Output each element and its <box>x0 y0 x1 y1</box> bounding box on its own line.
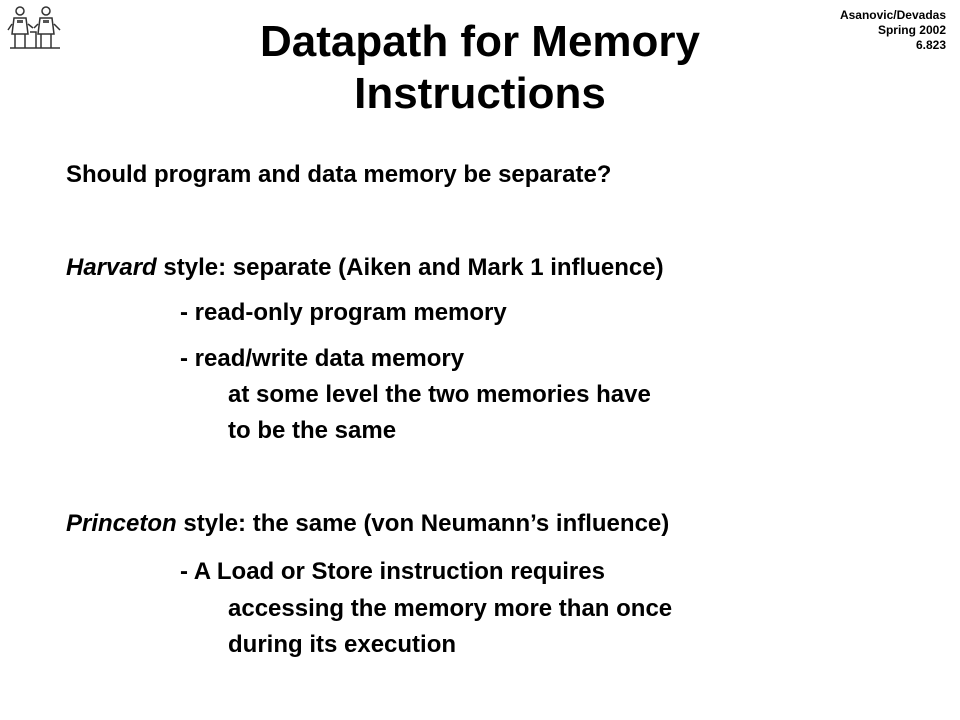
harvard-bullet-2-continuation-2: to be the same <box>228 417 397 444</box>
title-line-1: Datapath for Memory <box>259 17 701 66</box>
course-number: 6.823 <box>915 38 946 52</box>
term-text: Spring 2002 <box>877 23 946 37</box>
princeton-name: Princeton <box>66 510 177 537</box>
question-text: Should program and data memory be separa… <box>66 161 612 188</box>
harvard-heading: Harvard style: separate (Aiken and Mark … <box>66 253 664 283</box>
princeton-bullet-1: - A Load or Store instruction requires <box>180 558 605 585</box>
mit-logo-icon <box>6 4 64 52</box>
title-line-2: Instructions <box>354 69 606 118</box>
harvard-name: Harvard <box>66 254 157 281</box>
harvard-bullet-2-continuation-1: at some level the two memories have <box>228 381 651 408</box>
princeton-heading: Princeton style: the same (von Neumann’s… <box>66 509 669 539</box>
harvard-bullet-1: - read-only program memory <box>180 299 507 326</box>
harvard-description: style: separate (Aiken and Mark 1 influe… <box>156 254 664 281</box>
princeton-bullet-1-continuation-2: during its execution <box>228 631 457 658</box>
slide-attribution: Asanovic/Devadas Spring 2002 6.823 <box>840 8 946 53</box>
slide-title: Datapath for Memory Instructions <box>0 16 960 120</box>
author-text: Asanovic/Devadas <box>839 8 946 22</box>
harvard-bullet-2: - read/write data memory <box>180 345 465 372</box>
princeton-description: style: the same (von Neumann’s influence… <box>176 510 670 537</box>
princeton-bullet-1-continuation-1: accessing the memory more than once <box>228 595 673 622</box>
